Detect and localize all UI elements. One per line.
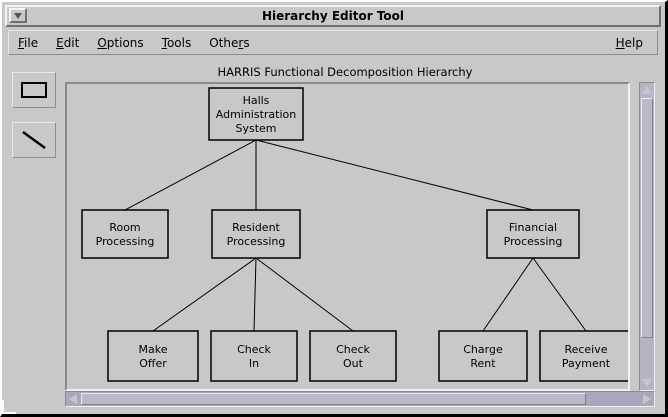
menu-item-others[interactable]: Others (209, 35, 250, 50)
node-label: Payment (562, 357, 611, 370)
diagram-edge (255, 257, 354, 332)
node-label: Receive (564, 343, 607, 356)
vertical-scrollbar[interactable] (639, 82, 655, 391)
menu-item-tools[interactable]: Tools (161, 35, 192, 50)
node-label: Check (336, 343, 370, 356)
node-box[interactable] (309, 330, 397, 382)
node-label: Halls (243, 94, 270, 107)
menu-item-file[interactable]: File (18, 35, 39, 50)
arrow-up-icon (642, 86, 652, 94)
node-box[interactable] (438, 330, 528, 382)
window-title: Hierarchy Editor Tool (261, 9, 405, 23)
arrow-down-icon (642, 379, 652, 387)
scroll-left-button[interactable] (67, 393, 79, 405)
node-label: Room (109, 221, 140, 234)
vertical-scroll-thumb[interactable] (641, 98, 653, 338)
menu-item-edit[interactable]: Edit (56, 35, 80, 50)
rectangle-tool-button[interactable] (12, 72, 56, 108)
node-label: In (249, 357, 259, 370)
scroll-down-button[interactable] (641, 377, 653, 389)
node-label: Charge (463, 343, 503, 356)
line-tool-button[interactable] (12, 122, 56, 158)
node-label: Out (343, 357, 364, 370)
node-label: Rent (470, 357, 496, 370)
resize-grip-bottom-left[interactable] (2, 400, 16, 414)
node-label: Offer (139, 357, 167, 370)
scroll-right-button[interactable] (641, 393, 653, 405)
node-box[interactable] (81, 209, 169, 259)
node-label: Make (139, 343, 168, 356)
node-label: Check (237, 343, 271, 356)
menu-bar: File Edit Options Tools Others Help (8, 30, 658, 55)
title-bar: Hierarchy Editor Tool (5, 5, 661, 27)
diagram-edge (532, 257, 587, 332)
diagonal-line-icon (22, 131, 46, 149)
hierarchy-diagram: HallsAdministrationSystemRoomProcessingR… (81, 87, 628, 382)
node-box[interactable] (539, 330, 628, 382)
horizontal-scrollbar[interactable] (65, 391, 655, 407)
node-label: Resident (232, 221, 280, 234)
diagram-edge (253, 257, 257, 332)
menu-item-help[interactable]: Help (615, 35, 643, 50)
diagram-edge (124, 139, 257, 211)
node-label: Financial (509, 221, 557, 234)
node-label: Administration (216, 108, 297, 121)
horizontal-scroll-thumb[interactable] (81, 393, 586, 405)
node-box[interactable] (107, 330, 199, 382)
node-label: Processing (96, 235, 155, 248)
node-box[interactable] (208, 87, 304, 141)
node-box[interactable] (210, 330, 298, 382)
arrow-right-icon (643, 394, 651, 404)
node-box[interactable] (486, 209, 580, 259)
window-menu-triangle-icon (14, 12, 22, 19)
node-box[interactable] (211, 209, 301, 259)
diagram-edge (255, 139, 534, 211)
menu-item-options[interactable]: Options (97, 35, 144, 50)
window-menu-button[interactable] (9, 8, 27, 23)
tool-palette (12, 72, 60, 172)
node-label: Processing (504, 235, 563, 248)
diagram-edge (482, 257, 534, 332)
diagram-edge (152, 257, 257, 332)
node-label: System (235, 122, 276, 135)
node-label: Processing (227, 235, 286, 248)
rectangle-icon (21, 82, 47, 98)
arrow-left-icon (69, 394, 77, 404)
canvas-title: HARRIS Functional Decomposition Hierarch… (217, 65, 473, 79)
scroll-up-button[interactable] (641, 84, 653, 96)
